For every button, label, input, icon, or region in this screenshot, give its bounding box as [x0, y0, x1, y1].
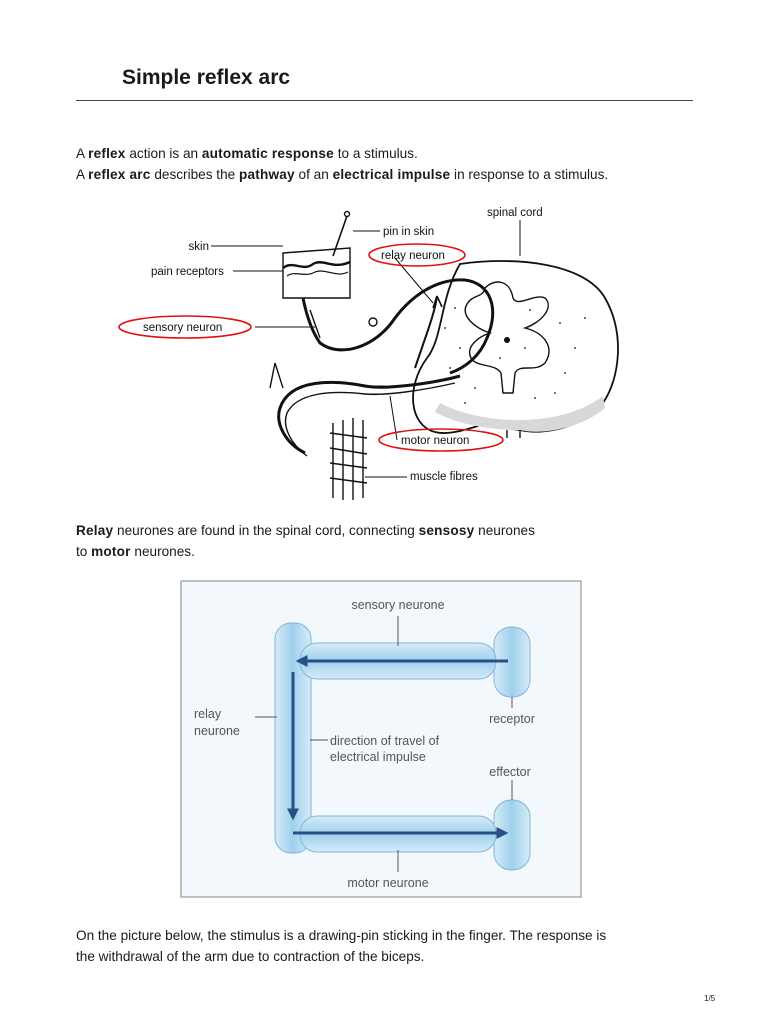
label-relay-line-1: relay — [194, 707, 222, 721]
relay-line-1: Relay neurones are found in the spinal c… — [76, 523, 535, 538]
label-receptor: receptor — [489, 712, 535, 726]
label-spinal-cord: spinal cord — [487, 207, 543, 219]
motor-neuron-highlight — [378, 428, 504, 452]
closing-paragraph: On the picture below, the stimulus is a … — [76, 925, 606, 967]
page-title: Simple reflex arc — [122, 66, 291, 89]
motor-neuron-path — [277, 374, 461, 455]
intro-paragraph: A reflex action is an automatic response… — [76, 143, 608, 185]
label-sensory-neurone: sensory neurone — [351, 598, 444, 612]
reflex-arc-diagram: spinal cord pin in skin skin relay neuro… — [118, 207, 619, 500]
label-motor-neurone: motor neurone — [347, 876, 428, 890]
label-sensory-neuron: sensory neuron — [143, 322, 222, 334]
label-muscle-fibres: muscle fibres — [410, 471, 478, 483]
label-pin-in-skin: pin in skin — [383, 226, 434, 238]
spinal-cord-drawing — [412, 260, 619, 438]
skin-drawing — [282, 210, 351, 299]
sensory-neuron-highlight — [118, 315, 252, 339]
sensory-neuron-path — [301, 278, 495, 375]
intro-line-2: A reflex arc describes the pathway of an… — [76, 167, 609, 182]
label-pain-receptors: pain receptors — [151, 266, 224, 278]
label-relay-line-2: neurone — [194, 724, 240, 738]
intro-line-1: A reflex action is an automatic response… — [76, 146, 418, 161]
title-divider — [76, 100, 693, 101]
effector-cell — [493, 799, 531, 871]
page-number: 1/5 — [704, 994, 716, 1003]
relay-neuron-path — [414, 295, 438, 369]
relay-paragraph: Relay neurones are found in the spinal c… — [76, 520, 535, 562]
closing-line-2: the withdrawal of the arm due to contrac… — [76, 949, 425, 964]
relay-neuron-highlight — [368, 243, 466, 267]
label-relay-neuron: relay neuron — [381, 250, 445, 262]
relay-line-2: to motor neurones. — [76, 544, 195, 559]
label-direction-line-1: direction of travel of — [330, 734, 440, 748]
label-direction-line-2: electrical impulse — [330, 750, 426, 764]
label-skin: skin — [189, 241, 209, 253]
label-effector: effector — [489, 765, 530, 779]
label-motor-neuron: motor neuron — [401, 435, 469, 447]
neurone-pathway-diagram: sensory neurone relay neurone receptor d… — [180, 580, 582, 898]
muscle-fibres-drawing — [329, 418, 368, 500]
closing-line-1: On the picture below, the stimulus is a … — [76, 928, 607, 943]
